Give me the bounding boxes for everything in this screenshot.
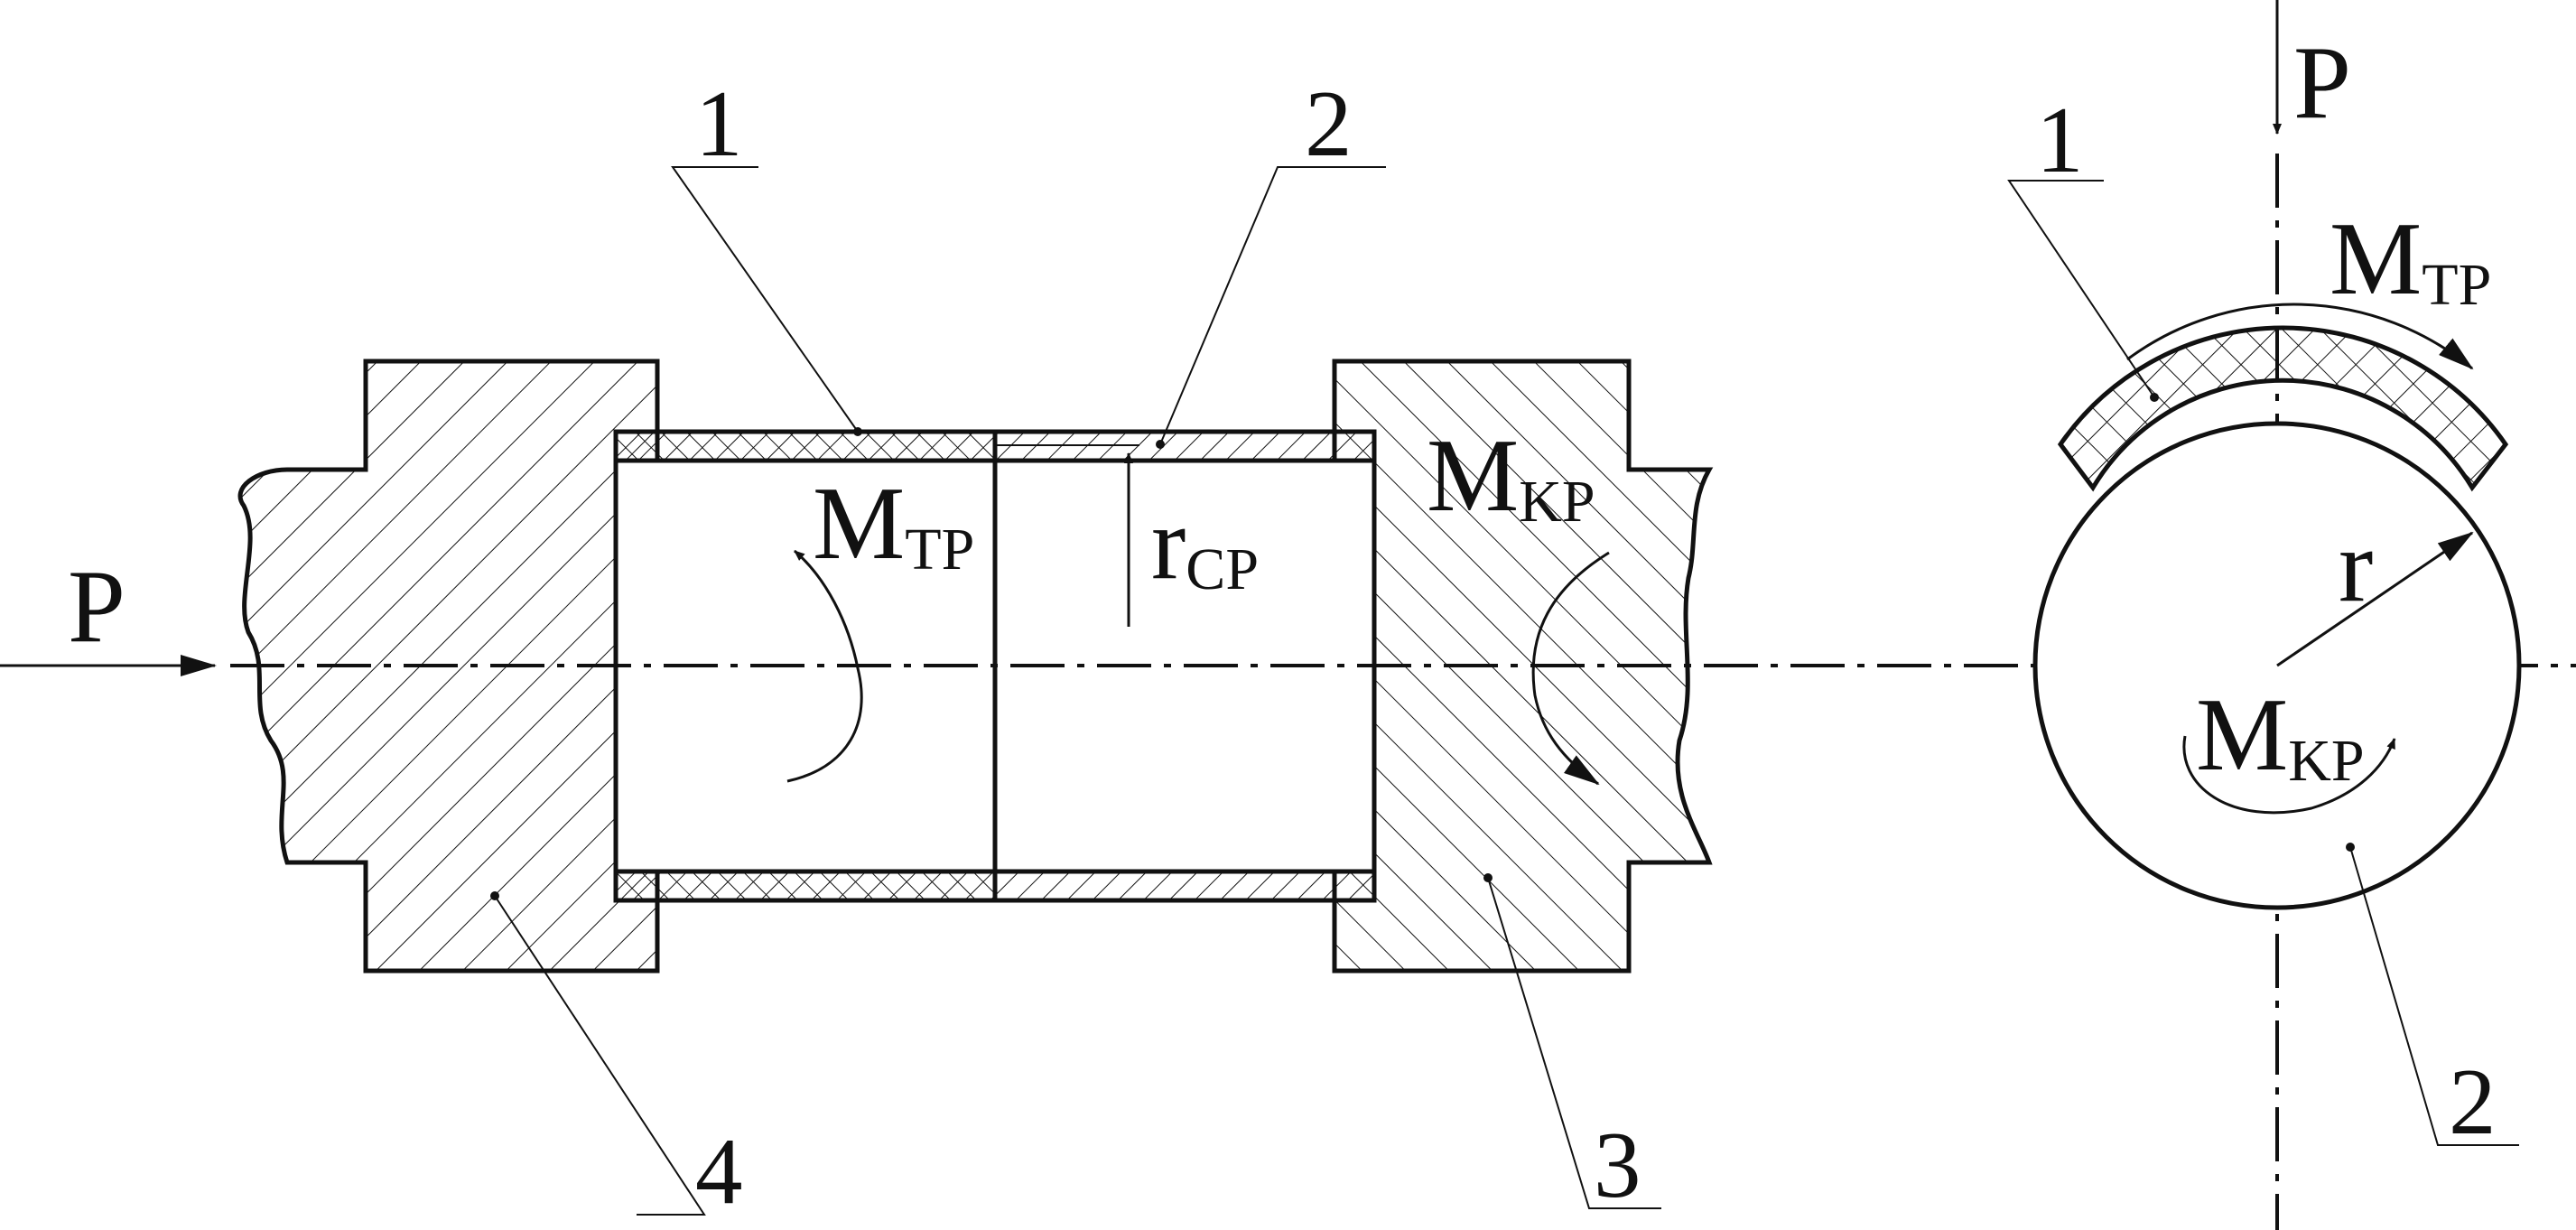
m-kp-left-sub: KP: [1519, 469, 1595, 535]
leader-1-left: [671, 166, 859, 433]
leader-2-left: [1159, 166, 1386, 445]
leader-3: [1487, 877, 1661, 1209]
part-2-label-left: 2: [1305, 70, 1353, 176]
m-tp-label-right: MTP: [2330, 201, 2491, 318]
part-4-label: 4: [695, 1118, 743, 1224]
m-kp-right-main: M: [2196, 677, 2288, 792]
m-tp-rotation-arrow-left: [786, 549, 863, 783]
m-kp-right-sub: KP: [2288, 728, 2364, 794]
m-kp-left-main: M: [1427, 418, 1519, 533]
r-cp-sub: CP: [1186, 536, 1259, 602]
m-tp-rotation-arrow-right: [2126, 303, 2474, 370]
m-kp-label-right: MKP: [2196, 677, 2365, 794]
m-tp-right-main: M: [2330, 201, 2422, 316]
m-tp-right-sub: TP: [2422, 252, 2491, 318]
part-3-clamp: [1332, 359, 1714, 974]
part-2-label-right: 2: [2449, 1048, 2497, 1154]
m-tp-left-sub: TP: [905, 517, 974, 582]
force-label-right: P: [2293, 25, 2351, 140]
m-tp-label-left: MTP: [813, 466, 974, 582]
radius-r-label: r: [2339, 508, 2373, 623]
segment-part-1: [2057, 325, 2509, 492]
m-kp-rotation-arrow-right: [2182, 735, 2396, 815]
part-3-label: 3: [1594, 1112, 1641, 1217]
leader-1-right: [2007, 180, 2155, 398]
r-cp-main: r: [1151, 486, 1186, 601]
radius-r-arrow: [2276, 531, 2474, 667]
r-cp-label: rCP: [1151, 486, 1259, 602]
part-1-label-left: 1: [695, 70, 743, 176]
force-label-left: P: [68, 549, 126, 664]
m-kp-label-left: MKP: [1427, 418, 1595, 535]
leader-2-right: [2349, 846, 2519, 1146]
m-kp-rotation-arrow-left: [1531, 551, 1610, 786]
m-tp-left-main: M: [813, 466, 905, 581]
leader-4: [494, 895, 706, 1216]
part-1-label-right: 1: [2036, 87, 2084, 192]
